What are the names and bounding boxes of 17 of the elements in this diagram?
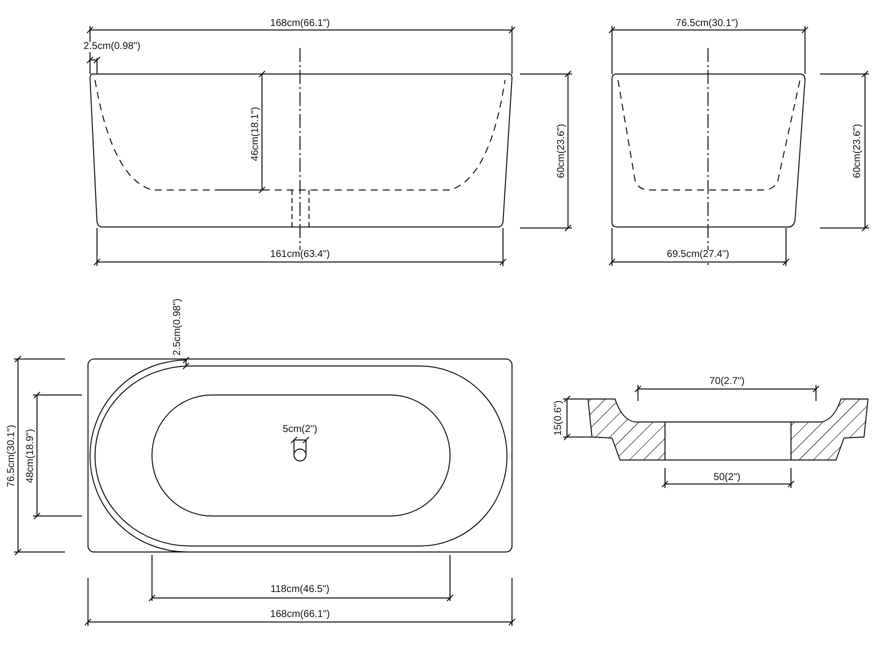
- dimension-label: 76.5cm(30.1"): [674, 19, 740, 29]
- dimension-label: 15(0.6"): [554, 399, 564, 437]
- dimension-label: 70(2.7"): [708, 377, 746, 387]
- dimension-label: 48cm(18.9"): [26, 428, 36, 484]
- dimension-label: 46cm(18.1"): [251, 106, 261, 162]
- dimension-label: 5cm(2"): [282, 425, 318, 435]
- dimension-label: 69.5cm(27.4"): [666, 250, 730, 260]
- dimension-label: 76.5cm(30.1"): [7, 424, 17, 488]
- dimension-label: 118cm(46.5"): [270, 585, 330, 595]
- dimension-label: 50(2"): [712, 473, 742, 483]
- dimension-label: 60cm(23.6"): [557, 122, 567, 180]
- dimension-label: 168cm(66.1"): [269, 19, 331, 29]
- dimension-label: 60cm(23.6"): [853, 122, 863, 180]
- dimension-label: 161cm(63.4"): [269, 250, 331, 260]
- dimension-label: 2.5cm(0.98"): [82, 42, 142, 52]
- dimension-label: 2.5cm(0.98"): [173, 298, 183, 356]
- dimension-label: 168cm(66.1"): [269, 610, 331, 620]
